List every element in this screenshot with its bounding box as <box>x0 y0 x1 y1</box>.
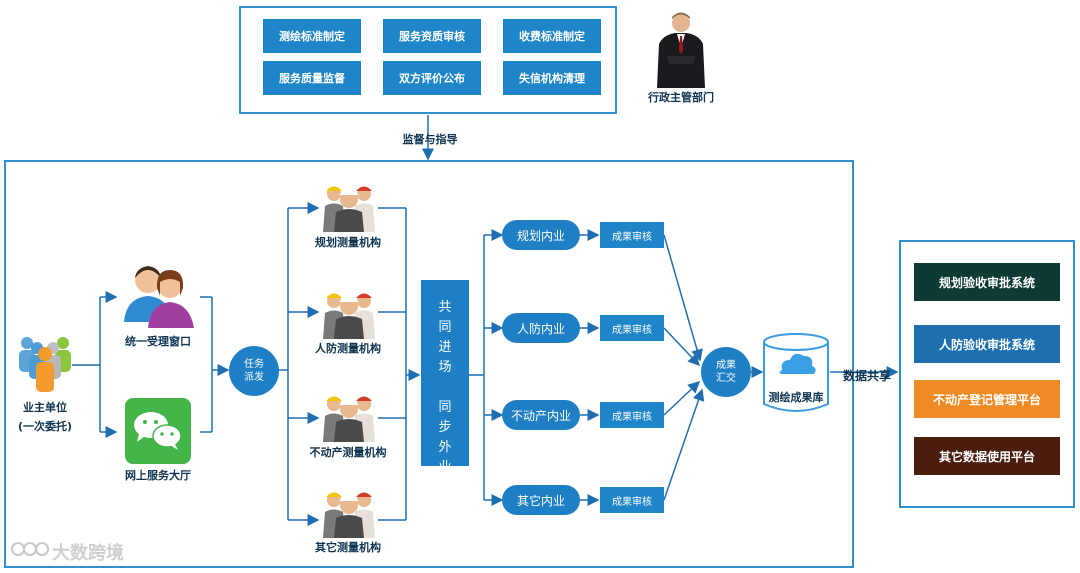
admin-button-1[interactable]: 测绘标准制定 <box>263 19 361 53</box>
wechat-icon <box>125 398 191 464</box>
database-cloud-icon <box>763 333 829 412</box>
watermark-logo-icon <box>11 542 49 556</box>
system-civil-defense-approval[interactable]: 人防验收审批系统 <box>914 325 1060 363</box>
admin-panel <box>239 6 617 114</box>
businessman-icon <box>657 12 705 88</box>
institution-label-1: 规划测量机构 <box>315 236 381 249</box>
admin-button-6[interactable]: 失信机构清理 <box>503 61 601 95</box>
institution-label-2: 人防测量机构 <box>315 342 381 355</box>
people-group-icon <box>19 337 71 392</box>
review-box-1[interactable]: 成果审核 <box>600 222 664 248</box>
window-label: 统一受理窗口 <box>125 335 191 348</box>
admin-button-3[interactable]: 收费标准制定 <box>503 19 601 53</box>
dispatch-text-1: 任务 <box>244 359 264 370</box>
task-dispatch-node[interactable]: 任务派发 <box>229 346 279 396</box>
review-box-4[interactable]: 成果审核 <box>600 487 664 513</box>
sync-char: 步 <box>438 420 452 435</box>
sync-char: 进 <box>438 340 452 355</box>
service-staff-icon <box>124 266 194 328</box>
summary-text-1: 成果 <box>716 360 736 371</box>
internal-work-3[interactable]: 不动产内业 <box>502 400 580 430</box>
admin-label: 行政主管部门 <box>648 91 714 104</box>
dispatch-text-2: 派发 <box>244 372 264 383</box>
share-label: 数据共享 <box>842 369 891 383</box>
sync-char: 场 <box>438 360 452 375</box>
surveyor-team-icon <box>323 492 375 538</box>
institution-label-4: 其它测量机构 <box>315 541 381 554</box>
online-hall-label: 网上服务大厅 <box>125 469 191 482</box>
system-other-data-platform[interactable]: 其它数据使用平台 <box>914 437 1060 475</box>
review-box-3[interactable]: 成果审核 <box>600 402 664 428</box>
owner-sublabel: (一次委托) <box>17 420 73 433</box>
sync-char: 业 <box>438 460 452 475</box>
admin-button-2[interactable]: 服务资质审核 <box>383 19 481 53</box>
admin-button-5[interactable]: 双方评价公布 <box>383 61 481 95</box>
supervise-label: 监督与指导 <box>402 133 458 146</box>
main-process-panel <box>4 160 854 568</box>
sync-char: 共 <box>438 300 452 315</box>
institution-label-3: 不动产测量机构 <box>309 446 387 459</box>
review-box-2[interactable]: 成果审核 <box>600 315 664 341</box>
result-summary-node[interactable]: 成果汇交 <box>701 347 751 397</box>
internal-work-2[interactable]: 人防内业 <box>502 313 580 343</box>
sync-char: 同 <box>438 320 452 335</box>
surveyor-team-icon <box>323 186 375 232</box>
internal-work-1[interactable]: 规划内业 <box>502 220 580 250</box>
system-planning-approval[interactable]: 规划验收审批系统 <box>914 263 1060 301</box>
joint-fieldwork-bar[interactable]: 共 同 进 场 同 步 外 业 <box>421 280 469 475</box>
owner-label: 业主单位 <box>23 401 67 414</box>
system-real-estate-registration[interactable]: 不动产登记管理平台 <box>914 380 1060 418</box>
database-label: 测绘成果库 <box>768 391 824 404</box>
sync-char: 同 <box>438 400 452 415</box>
sync-spacer <box>421 378 469 398</box>
surveyor-team-icon <box>323 293 375 339</box>
admin-button-4[interactable]: 服务质量监督 <box>263 61 361 95</box>
sync-char: 外 <box>438 440 452 455</box>
internal-work-4[interactable]: 其它内业 <box>502 485 580 515</box>
watermark-text: 大数跨境 <box>52 543 124 564</box>
systems-panel <box>899 240 1075 508</box>
surveyor-team-icon <box>323 396 375 442</box>
summary-text-2: 汇交 <box>716 373 736 384</box>
